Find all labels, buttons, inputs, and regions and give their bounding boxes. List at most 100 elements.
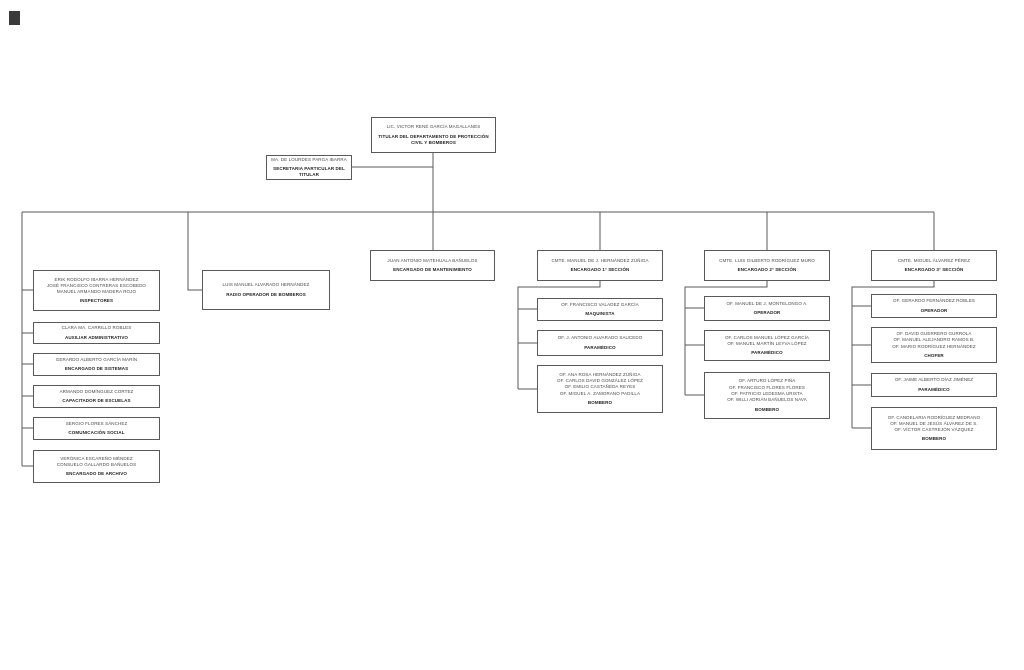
role-label: OPERADOR	[753, 310, 781, 316]
role-label: ENCARGADO DE MANTENIMIENTO	[393, 267, 472, 273]
person-names: OF. GERARDO FERNÁNDEZ ROBLES	[893, 298, 975, 304]
person-names: OF. MANUEL DE J. MONTELONGO A.	[726, 301, 807, 307]
person-name: OF. FRANCISCO FLORES FLORES	[729, 384, 805, 390]
person-name: ERIK RODOLFO IBARRA HERNÁNDEZ	[54, 276, 139, 282]
connector-line	[851, 281, 935, 428]
role-label: ENCARGADO 2° SECCIÓN	[737, 267, 797, 273]
role-label: PARAMÉDICO	[751, 350, 783, 356]
role-label: CAPACITADOR DE ESCUELAS	[62, 398, 131, 404]
person-names: GERARDO ALBERTO GARCÍA MARÍN	[56, 357, 137, 363]
role-label: BOMBERO	[587, 400, 613, 406]
person-name: OF. J. ANTONIO ALVARADO SAUCEDO	[557, 335, 643, 341]
person-name: OF. WILLI ADRIÁN BAÑUELOS NAVA	[727, 397, 807, 403]
person-name: CLARA MA. CARRILLO ROBLES	[61, 325, 132, 331]
person-names: MA. DE LOURDES PARGA IBARRA	[271, 157, 347, 163]
person-name: OF. DAVID GUERRERO GURROLA	[896, 331, 972, 337]
person-name: OF. JAIME ALBERTO DÍAZ JIMÉNEZ	[894, 377, 974, 383]
person-name: SERGIO FLORES SÁNCHEZ	[65, 420, 128, 426]
role-label: PARAMÉDICO	[918, 386, 950, 392]
person-name: ARMANDO DOMÍNGUEZ CORTEZ	[59, 388, 134, 394]
person-name: OF. MANUEL ALEJANDRO RAMOS B.	[893, 337, 975, 343]
role-label: PARAMÉDICO	[584, 344, 616, 350]
role-label: AUXILIAR ADMINISTRATIVO	[64, 334, 129, 340]
role-label: ENCARGADO DE ARCHIVO	[66, 471, 127, 477]
person-name: OF. MANUEL DE J. MONTELONGO A.	[726, 300, 808, 306]
person-names: OF. J. ANTONIO ALVARADO SAUCEDO	[558, 335, 643, 341]
person-name: OF. ANA ROSA HERNÁNDEZ ZÚÑIGA	[559, 371, 641, 377]
org-box-s3_operador: OF. GERARDO FERNÁNDEZ ROBLES OPERADOR	[871, 294, 997, 318]
person-name: LIC. VICTOR RENÉ GARCÍA MAGALLANES	[386, 124, 481, 130]
person-names: CMTE. LUIS GILBERTO RODRÍGUEZ MURO	[719, 258, 815, 264]
role-label: OPERADOR	[920, 307, 948, 313]
person-name: OF. CANDELARIA RODRÍGUEZ MEDRANO	[887, 414, 981, 420]
org-box-mantenimiento: JUAN ANTONIO MATEHUALA BAÑUELOS ENCARGADO…	[370, 250, 495, 281]
person-name: OF. MIGUEL A. ZAMORANO PADILLA	[559, 390, 641, 396]
person-name: OF. CARLOS MANUEL LÓPEZ GARCÍA	[724, 334, 810, 340]
role-label: RADIO OPERADOR DE BOMBEROS	[226, 291, 306, 297]
person-name: LUIS MANUEL ALVARADO HERNÁNDEZ	[222, 282, 310, 288]
org-box-s2_operador: OF. MANUEL DE J. MONTELONGO A. OPERADOR	[704, 296, 830, 321]
person-names: SERGIO FLORES SÁNCHEZ	[66, 421, 128, 427]
org-box-capacitador: ARMANDO DOMÍNGUEZ CORTEZ CAPACITADOR DE E…	[33, 385, 160, 408]
person-name: OF. GERARDO FERNÁNDEZ ROBLES	[892, 298, 976, 304]
org-box-s1_maquinista: OF. FRANCISCO VALADEZ GARCÍA MAQUINISTA	[537, 298, 663, 321]
person-name: OF. CARLOS DAVID GONZÁLEZ LÓPEZ	[556, 378, 644, 384]
role-label: CHOFER	[924, 352, 944, 358]
person-name: GERARDO ALBERTO GARCÍA MARÍN	[55, 356, 138, 362]
role-label: ENCARGADO 1° SECCIÓN	[570, 267, 630, 273]
org-box-s3_paramedico: OF. JAIME ALBERTO DÍAZ JIMÉNEZ PARAMÉDICO	[871, 373, 997, 397]
connector-line	[187, 212, 202, 291]
person-names: ARMANDO DOMÍNGUEZ CORTEZ	[60, 389, 134, 395]
person-name: OF. MARIO RODRÍGUEZ HERNÁNDEZ	[892, 343, 976, 349]
person-name: OF. MANUEL DE JESÚS ÁLVAREZ DE S.	[890, 420, 978, 426]
person-name: OF. PATRICIO LEDESMA URISTA	[731, 390, 803, 396]
person-name: CMTE. LUIS GILBERTO RODRÍGUEZ MURO	[719, 257, 815, 263]
person-names: CMTE. MIGUEL ÁLVAREZ PÉREZ	[898, 258, 970, 264]
person-name: OF. FRANCISCO VALADEZ GARCÍA	[561, 301, 639, 307]
org-box-seccion2: CMTE. LUIS GILBERTO RODRÍGUEZ MURO ENCARG…	[704, 250, 830, 281]
person-names: JUAN ANTONIO MATEHUALA BAÑUELOS	[387, 258, 477, 264]
role-label: TITULAR DEL DEPARTAMENTO DE PROTECCIÓN C…	[378, 133, 489, 145]
org-box-s1_paramedico: OF. J. ANTONIO ALVARADO SAUCEDO PARAMÉDIC…	[537, 330, 663, 356]
person-name: OF. EMILIO CASTAÑEDA REYES	[564, 384, 636, 390]
person-name: MANUEL ARMANDO MADERA ROJO	[56, 289, 137, 295]
person-name: MA. DE LOURDES PARGA IBARRA	[271, 156, 347, 162]
person-name: CMTE. MIGUEL ÁLVAREZ PÉREZ	[897, 257, 971, 263]
org-box-aux_admin: CLARA MA. CARRILLO ROBLES AUXILIAR ADMINI…	[33, 322, 160, 344]
person-names: LIC. VICTOR RENÉ GARCÍA MAGALLANES	[387, 124, 481, 130]
person-name: JUAN ANTONIO MATEHUALA BAÑUELOS	[387, 257, 478, 263]
role-label: INSPECTORES	[79, 298, 114, 304]
connector-line	[517, 281, 601, 389]
org-box-radio: LUIS MANUEL ALVARADO HERNÁNDEZ RADIO OPER…	[202, 270, 330, 310]
person-names: LUIS MANUEL ALVARADO HERNÁNDEZ	[223, 282, 310, 288]
org-box-comsocial: SERGIO FLORES SÁNCHEZ COMUNICACIÓN SOCIAL	[33, 417, 160, 440]
role-label: COMUNICACIÓN SOCIAL	[68, 430, 125, 436]
role-label: BOMBERO	[754, 406, 780, 412]
corner-mark	[9, 11, 20, 25]
person-name: VERÓNICA ESCAREÑO MÉNDEZ	[60, 455, 133, 461]
person-name: OF. VÍCTOR CASTREJÓN VÁZQUEZ	[894, 427, 974, 433]
connector-line	[684, 281, 768, 395]
person-name: CONSUELO GALLARDO BAÑUELOS	[56, 461, 137, 467]
org-box-titular: LIC. VICTOR RENÉ GARCÍA MAGALLANES TITULA…	[371, 117, 496, 153]
role-label: MAQUINISTA	[585, 311, 615, 317]
person-name: OF. MANUEL MARTÍN LEYVA LÓPEZ	[727, 340, 807, 346]
